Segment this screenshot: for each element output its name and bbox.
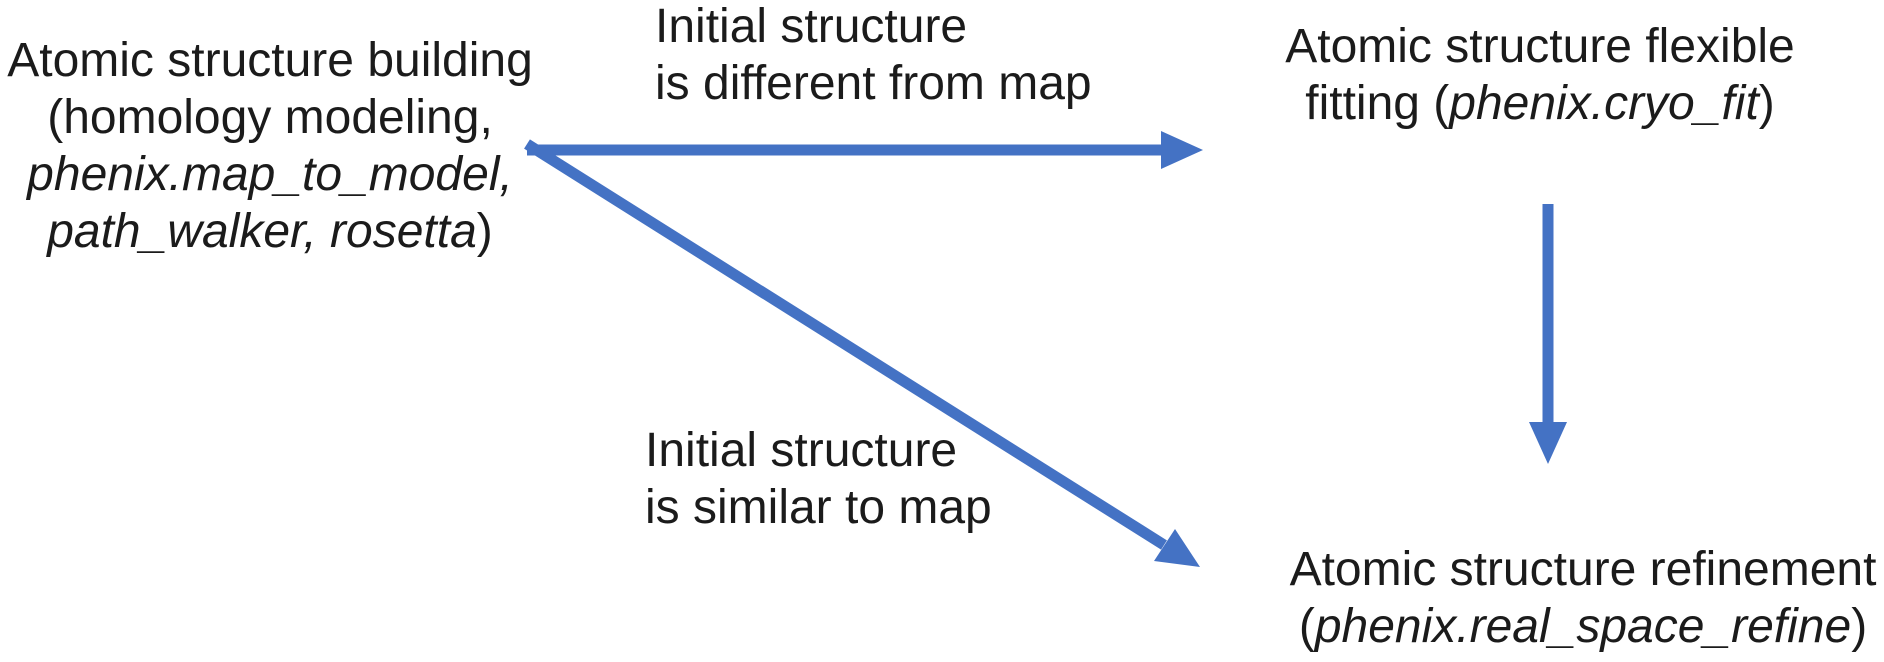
edge-label-similar-to-map: Initial structure is similar to map: [645, 422, 992, 536]
node-fitting-line-2-suffix: ): [1758, 77, 1775, 130]
node-atomic-structure-building: Atomic structure building (homology mode…: [0, 32, 540, 260]
arrow-flexible-fitting-to-refinement: [1529, 204, 1567, 464]
node-refine-line-2: (phenix.real_space_refine): [1282, 598, 1884, 655]
arrow-shaft: [524, 139, 1167, 550]
node-fitting-line-2-prefix: fitting (: [1305, 77, 1450, 130]
edge-label-different-line-2: is different from map: [655, 57, 1092, 110]
node-building-line-4-suffix: ): [476, 205, 493, 258]
node-fitting-line-2: fitting (phenix.cryo_fit): [1270, 75, 1810, 132]
arrowhead-down-icon: [1529, 422, 1567, 464]
node-building-line-4: path_walker, rosetta): [0, 203, 540, 260]
node-refine-line-2-suffix: ): [1851, 600, 1868, 653]
node-refine-line-2-italic: phenix.real_space_refine: [1314, 600, 1852, 653]
node-fitting-line-1: Atomic structure flexible: [1285, 20, 1795, 73]
edge-label-similar-line-2: is similar to map: [645, 481, 992, 534]
arrowhead-right-icon: [1161, 131, 1203, 169]
node-atomic-structure-refinement: Atomic structure refinement (phenix.real…: [1282, 541, 1884, 655]
node-building-line-1: Atomic structure building: [7, 34, 533, 87]
node-building-line-4-italic: path_walker, rosetta: [47, 205, 477, 258]
edge-label-different-from-map: Initial structure is different from map: [655, 0, 1092, 112]
arrow-building-to-refinement: [524, 139, 1200, 567]
arrow-building-to-flexible-fitting: [527, 131, 1203, 169]
node-building-line-2: (homology modeling,: [47, 91, 493, 144]
node-fitting-line-2-italic: phenix.cryo_fit: [1449, 77, 1759, 130]
arrowhead-downright-icon: [1154, 529, 1200, 567]
edge-label-similar-line-1: Initial structure: [645, 424, 958, 477]
node-atomic-structure-flexible-fitting: Atomic structure flexible fitting (pheni…: [1270, 18, 1810, 132]
node-refine-line-1: Atomic structure refinement: [1289, 543, 1877, 596]
edge-label-different-line-1: Initial structure: [655, 0, 968, 53]
node-building-line-3: phenix.map_to_model,: [27, 148, 513, 201]
node-refine-line-2-prefix: (: [1298, 600, 1315, 653]
